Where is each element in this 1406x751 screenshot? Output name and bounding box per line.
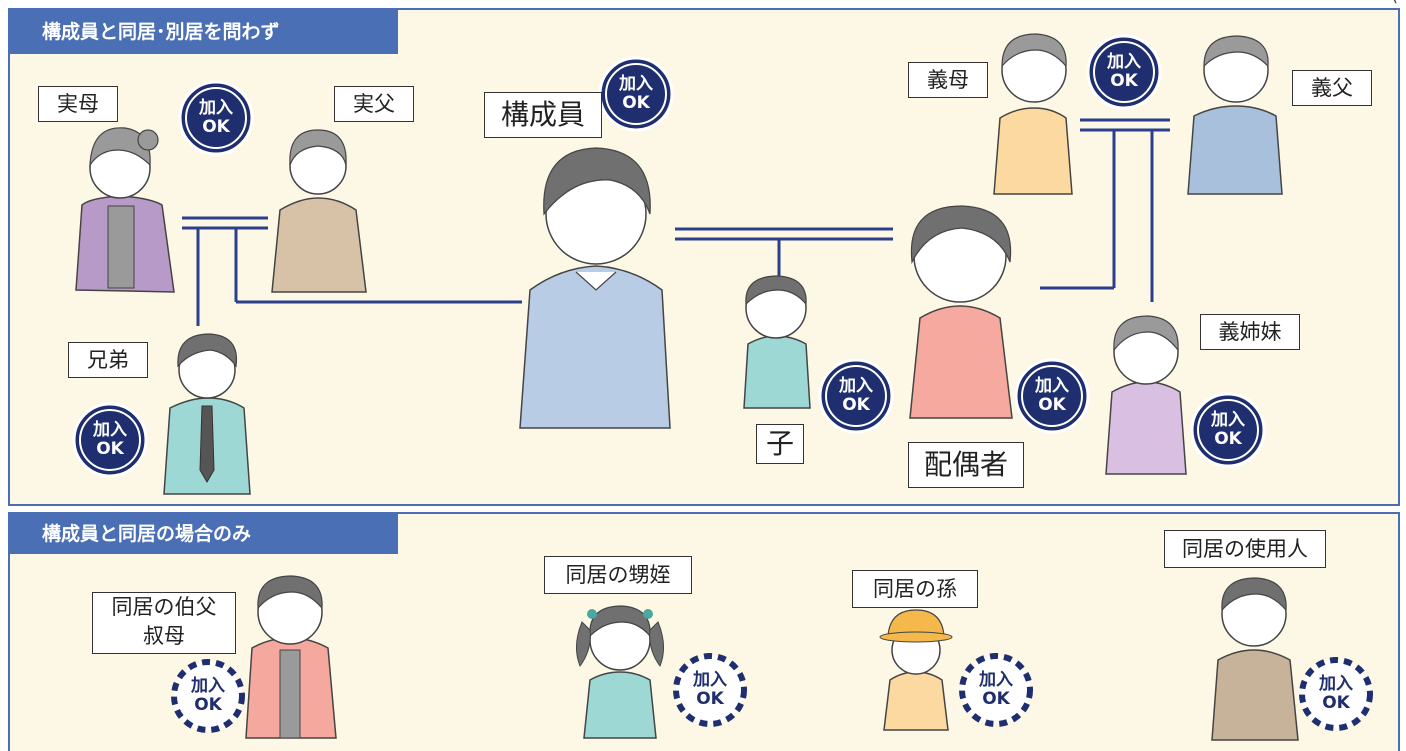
label-birth-mother: 実母 xyxy=(38,86,118,122)
label-employee: 同居の使用人 xyxy=(1164,530,1326,568)
label-sibling: 兄弟 xyxy=(68,342,148,378)
label-mother-in-law: 義母 xyxy=(908,62,988,98)
label-birth-father: 実父 xyxy=(334,86,414,122)
label-sibling-in-law: 義姉妹 xyxy=(1200,314,1300,350)
label-uncle-aunt-line2: 叔母 xyxy=(143,624,185,648)
label-father-in-law: 義父 xyxy=(1292,70,1372,106)
label-uncle-aunt-line1: 同居の伯父 xyxy=(111,595,217,619)
label-uncle-aunt: 同居の伯父 叔母 xyxy=(92,592,236,654)
label-nephew-niece: 同居の甥姪 xyxy=(544,556,692,594)
label-child: 子 xyxy=(756,424,804,464)
label-spouse: 配偶者 xyxy=(908,442,1024,488)
section-title-cohabiting-only: 構成員と同居の場合のみ xyxy=(10,514,398,554)
corner-fragment: ( xyxy=(1392,0,1398,5)
label-member: 構成員 xyxy=(484,92,602,138)
label-grandchild: 同居の孫 xyxy=(852,570,978,608)
section-title-any-residence: 構成員と同居･別居を問わず xyxy=(10,10,398,54)
